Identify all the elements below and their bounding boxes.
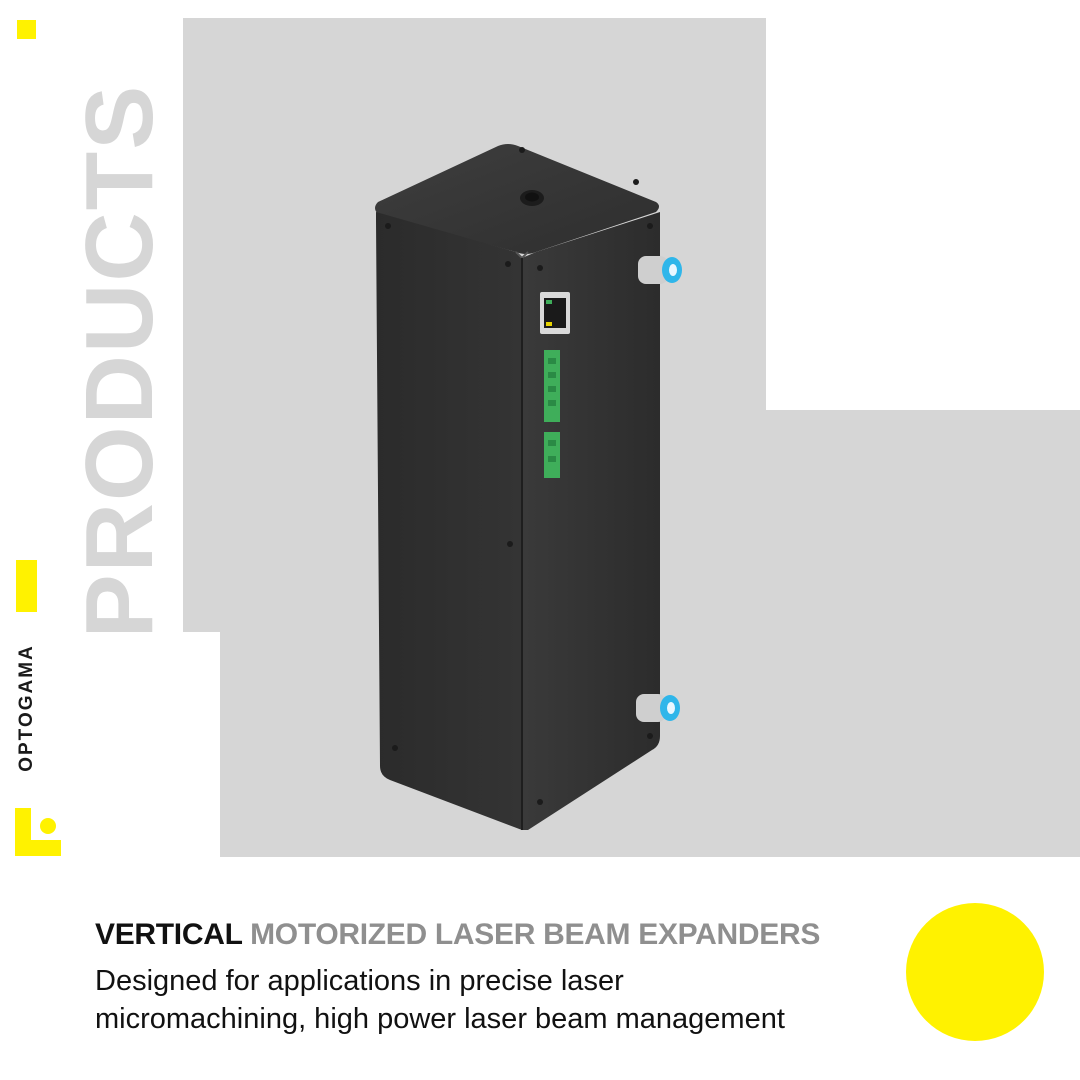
brand-name-text: OPTOGAMA [16,644,37,772]
beam-expander-product-image [375,144,682,830]
optogama-logo-icon [15,808,61,856]
accent-bar [16,560,37,612]
headline-muted: MOTORIZED LASER BEAM EXPANDERS [250,918,821,951]
product-description: Designed for applications in precise las… [95,962,895,1038]
products-label: PRODUCTS [55,88,185,633]
yellow-dot [906,903,1044,1041]
product-headline: VERTICAL MOTORIZED LASER BEAM EXPANDERS [95,918,820,952]
description-line-2: micromachining, high power laser beam ma… [95,1003,785,1035]
headline-strong: VERTICAL [95,918,243,951]
accent-square [17,20,36,39]
brand-name: OPTOGAMA [10,628,44,788]
description-line-1: Designed for applications in precise las… [95,965,624,997]
products-label-text: PRODUCTS [66,88,173,633]
